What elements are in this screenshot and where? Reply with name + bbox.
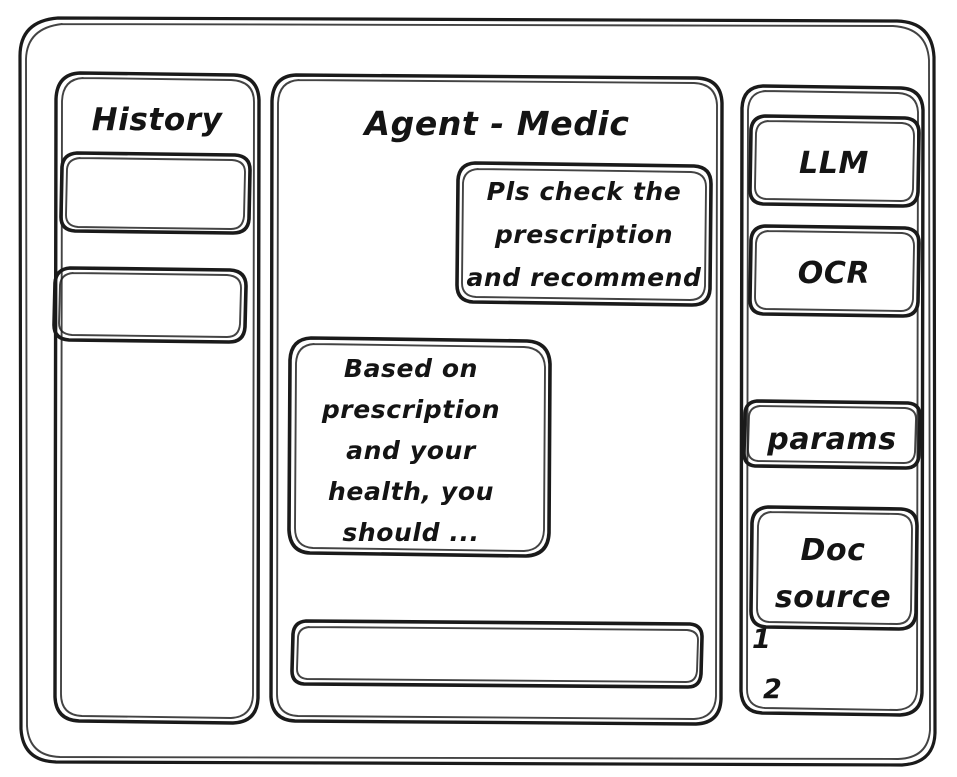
params-button[interactable]: params [742, 399, 922, 470]
user-message-bubble: Pls check the prescription and recommend [455, 161, 713, 307]
main-panel [269, 73, 724, 726]
right-sidebar-panel [739, 84, 925, 717]
doc-source-button[interactable]: Doc source [749, 505, 919, 631]
history-item-2[interactable] [52, 266, 248, 344]
doc-list-item-2[interactable]: 2 [763, 674, 782, 705]
user-message-line-1: Pls check the [487, 177, 682, 206]
llm-button-label: LLM [799, 146, 869, 181]
page-title: Agent - Medic [361, 104, 629, 143]
doc-source-line-2: source [775, 580, 891, 615]
agent-message-line-1: Based on [344, 354, 478, 383]
message-input[interactable] [290, 619, 704, 689]
history-item-1[interactable] [59, 151, 252, 235]
history-heading: History [92, 102, 224, 138]
agent-message-line-2: prescription [321, 395, 500, 424]
agent-message-line-4: health, you [328, 477, 494, 506]
doc-source-line-1: Doc [800, 533, 865, 568]
agent-message-line-5: should ... [342, 518, 479, 547]
agent-message-bubble: Based on prescription and your health, y… [287, 336, 552, 558]
user-message-line-3: and recommend [466, 263, 702, 292]
ocr-button[interactable]: OCR [748, 224, 921, 318]
llm-button[interactable]: LLM [748, 114, 921, 208]
params-button-label: params [766, 422, 896, 457]
left-sidebar-panel [53, 71, 261, 725]
user-message-line-2: prescription [494, 220, 673, 249]
app-window-frame [18, 16, 937, 767]
ocr-button-label: OCR [798, 256, 870, 291]
doc-list-item-1[interactable]: 1 [752, 624, 771, 655]
agent-message-line-3: and your [346, 436, 477, 465]
